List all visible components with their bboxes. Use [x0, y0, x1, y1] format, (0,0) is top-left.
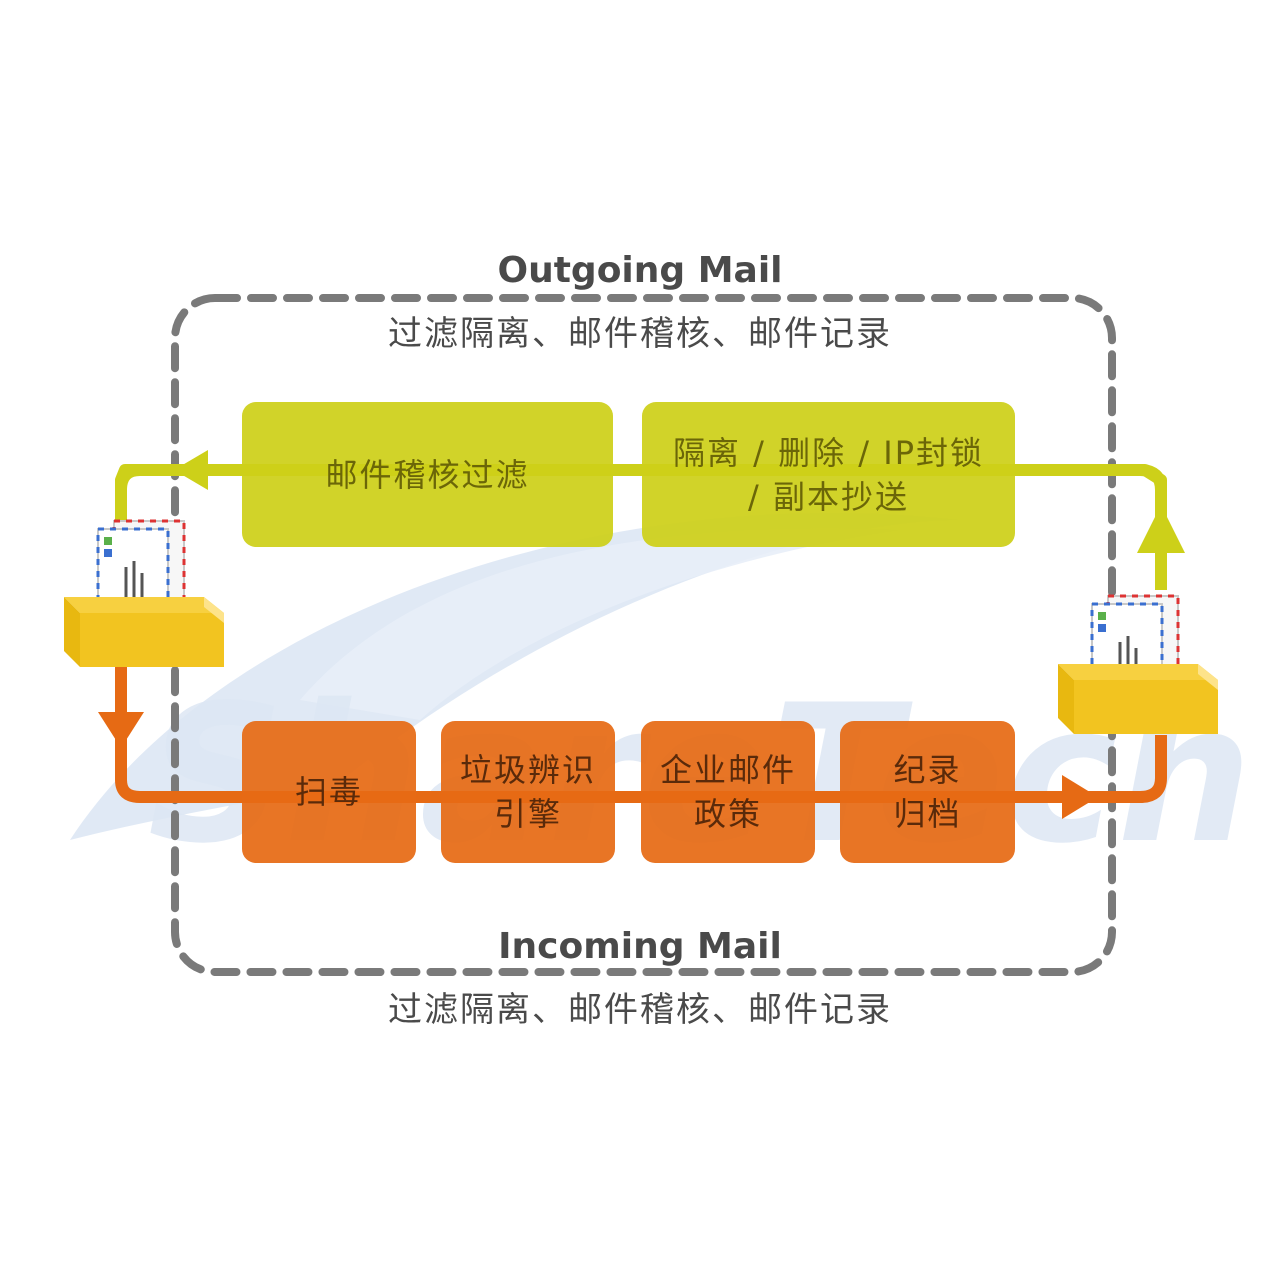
step-label: 政策: [693, 795, 762, 833]
step-label: 扫毒: [294, 773, 363, 811]
arrow-right-icon: [1062, 775, 1098, 819]
incoming-title: Incoming Mail: [498, 926, 782, 967]
step-label: 企业邮件: [659, 751, 796, 789]
step-label: 纪录: [893, 751, 962, 789]
step-label: 引擎: [493, 795, 562, 833]
outgoing-flow-line-corner-right: [1000, 464, 1167, 590]
outgoing-title: Outgoing Mail: [497, 250, 783, 291]
incoming-step-spam-engine: 垃圾辨识 引擎: [441, 721, 615, 863]
step-label: 垃圾辨识: [459, 751, 596, 789]
outgoing-flow-line-corner-left: [115, 464, 240, 530]
outgoing-subtitle: 过滤隔离、邮件稽核、邮件记录: [388, 314, 892, 354]
outgoing-step-audit-filter: 邮件稽核过滤: [242, 402, 613, 547]
mailbox-tray-icon: [64, 519, 224, 667]
step-label: / 副本抄送: [748, 477, 909, 516]
incoming-step-virus-scan: 扫毒: [242, 721, 416, 863]
incoming-subtitle: 过滤隔离、邮件稽核、邮件记录: [388, 990, 892, 1030]
step-label: 隔离 / 删除 / IP封锁: [673, 433, 984, 472]
step-label: 归档: [893, 795, 962, 833]
outgoing-step-quarantine-actions: 隔离 / 删除 / IP封锁 / 副本抄送: [642, 402, 1015, 547]
incoming-flow-line: [115, 655, 1167, 803]
incoming-step-mail-policy: 企业邮件 政策: [641, 721, 815, 863]
mailbox-tray-icon: [1058, 594, 1218, 734]
step-label: 邮件稽核过滤: [325, 455, 530, 494]
incoming-step-archive: 纪录 归档: [840, 721, 1015, 863]
arrow-up-icon: [1137, 505, 1185, 553]
arrow-down-icon: [98, 712, 144, 748]
watermark-swoosh-tail: [300, 528, 900, 720]
arrow-left-icon: [174, 450, 208, 490]
